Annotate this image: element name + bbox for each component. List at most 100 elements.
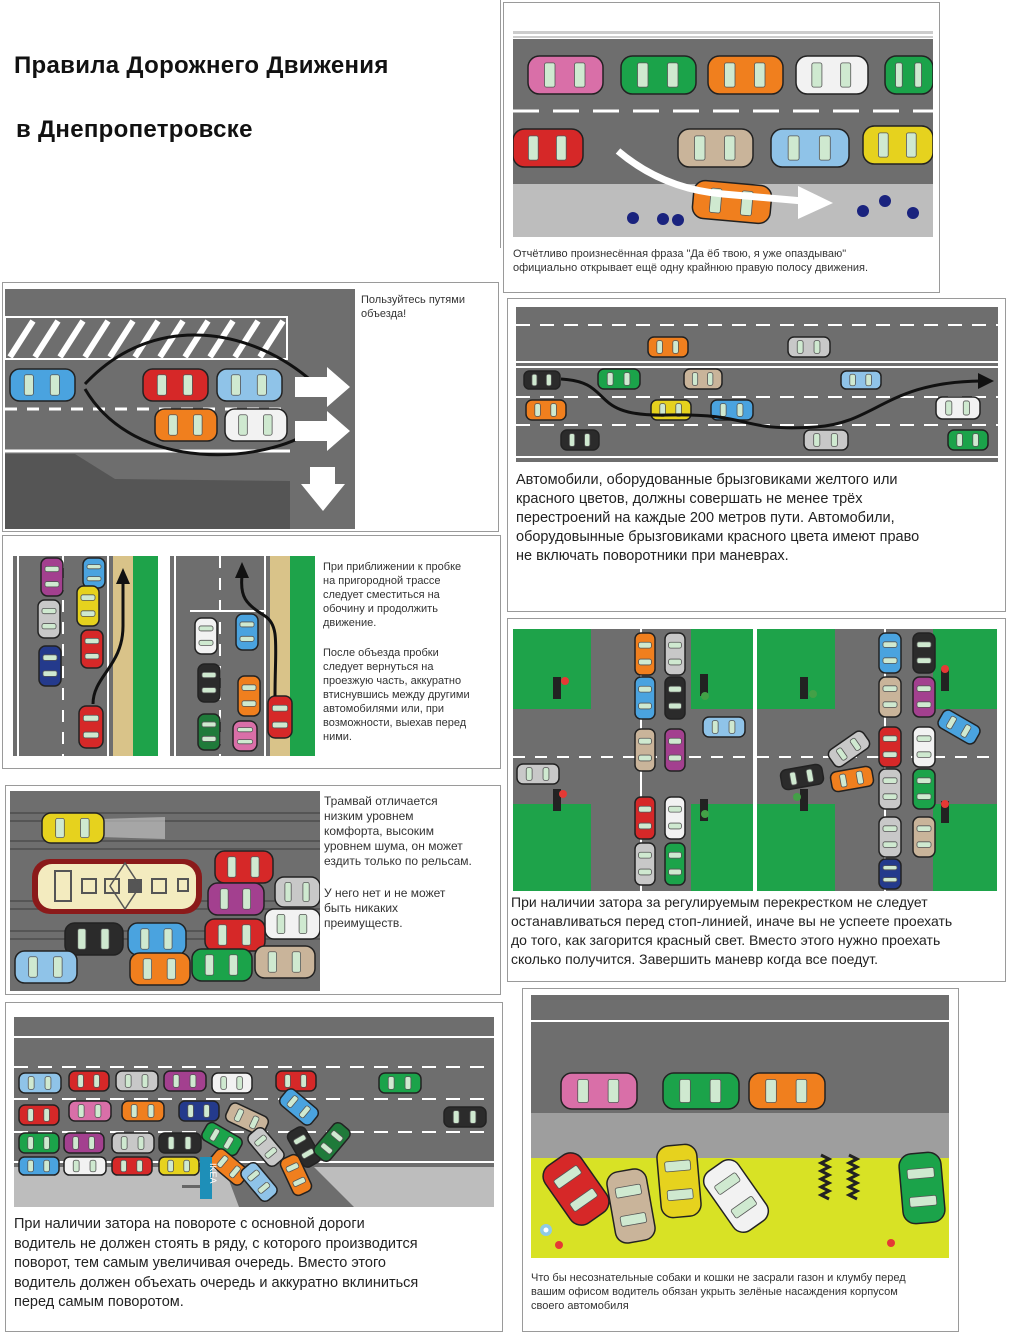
car-icon (664, 632, 686, 676)
turn-queue-illustration: IKEA (14, 1017, 494, 1207)
car-icon (232, 720, 258, 752)
shoulder-caption-2: После объезда пробки следует вернуться н… (323, 647, 470, 743)
car-icon (647, 336, 689, 358)
car-icon (38, 645, 62, 687)
car-icon (878, 632, 902, 674)
car-icon (912, 676, 936, 718)
car-icon (237, 675, 261, 717)
car-icon (68, 1100, 112, 1122)
car-icon (634, 632, 656, 676)
car-icon (191, 948, 253, 982)
car-icon (935, 396, 981, 420)
car-icon (912, 726, 936, 768)
tram-icon (32, 859, 202, 914)
turn-queue-caption: При наличии затора на повороте с основно… (14, 1216, 419, 1310)
car-icon (247, 1126, 285, 1168)
car-icon (224, 408, 288, 442)
car-icon (163, 1070, 207, 1092)
car-icon (937, 709, 981, 745)
panel-detour: Пользуйтесь путями объезда! (2, 282, 499, 532)
car-icon (878, 726, 902, 768)
car-icon (878, 816, 902, 858)
lawn-illustration (531, 995, 949, 1260)
lane-change-illustration (516, 307, 998, 462)
car-icon (862, 125, 933, 165)
car-icon (947, 429, 989, 451)
car-icon (878, 858, 902, 890)
car-icon (691, 179, 773, 225)
car-icon (158, 1156, 200, 1176)
car-icon (829, 765, 875, 793)
car-icon (560, 429, 600, 451)
car-icon (80, 629, 104, 669)
car-icon (41, 812, 105, 844)
car-icon (634, 842, 656, 886)
car-icon (240, 1161, 278, 1203)
car-icon (523, 370, 561, 390)
car-icon (787, 336, 831, 358)
car-icon (254, 945, 316, 979)
ikea-sign-icon (200, 1157, 212, 1199)
panel-lane-change: Автомобили, оборудованные брызговиками ж… (507, 298, 1006, 612)
detour-caption: Пользуйтесь путями объезда! (361, 294, 465, 320)
car-icon (779, 763, 825, 791)
car-icon (770, 128, 850, 168)
car-icon (127, 922, 187, 956)
car-icon (677, 128, 754, 168)
car-icon (702, 1159, 770, 1233)
title-block: Правила Дорожнего Движения в Днепропетро… (0, 0, 501, 248)
car-icon (286, 1126, 322, 1168)
car-icon (702, 716, 746, 738)
car-icon (9, 368, 76, 402)
car-icon (878, 768, 902, 810)
car-icon (40, 557, 64, 597)
car-icon (912, 768, 936, 810)
car-icon (884, 55, 933, 95)
car-icon (664, 676, 686, 720)
panel-intersection: При наличии затора за регулируемым перек… (507, 618, 1006, 982)
car-icon (18, 1156, 60, 1176)
car-icon (898, 1151, 946, 1225)
car-icon (443, 1106, 487, 1128)
car-icon (129, 952, 191, 986)
car-icon (64, 922, 124, 956)
panel-extra-lane: Отчётливо произнесённая фраза "Да ёб тво… (503, 2, 940, 293)
car-icon (878, 676, 902, 718)
car-icon (121, 1100, 165, 1122)
car-icon (634, 796, 656, 840)
car-icon (560, 1072, 638, 1110)
car-icon (18, 1072, 62, 1094)
page-title: Правила Дорожнего Движения (14, 52, 389, 79)
flower-icon (540, 1224, 895, 1249)
car-icon (912, 632, 936, 674)
traffic-light-icon (553, 665, 949, 823)
car-icon (211, 1072, 253, 1094)
car-icon (142, 368, 209, 402)
car-icon (683, 368, 723, 390)
car-icon (840, 370, 882, 390)
car-icon (78, 705, 104, 749)
car-icon (542, 1152, 610, 1226)
car-icon (275, 1070, 317, 1092)
car-icon (516, 763, 560, 785)
lawn-caption: Что бы несознательные собаки и кошки не … (531, 1272, 906, 1312)
tram-caption-1: Трамвай отличается низким уровнем комфор… (324, 794, 472, 868)
car-icon (37, 599, 61, 639)
car-icon (201, 1121, 243, 1157)
car-icon (827, 730, 871, 768)
car-icon (14, 950, 78, 984)
car-icon (279, 1153, 313, 1197)
car-icon (912, 816, 936, 858)
intersection-caption: При наличии затора за регулируемым перек… (511, 894, 953, 967)
car-icon (620, 55, 697, 95)
tram-caption-2: У него нет и не может быть никаких преим… (324, 886, 446, 930)
car-icon (664, 842, 686, 886)
car-icon (178, 1100, 220, 1122)
car-icon (606, 1168, 656, 1244)
shoulder-illustration-2 (170, 556, 315, 756)
panel-turn-queue: IKEA При наличии затора на повороте с ос… (5, 1002, 503, 1332)
panel-lawn: Что бы несознательные собаки и кошки не … (522, 988, 959, 1332)
car-icon (197, 663, 221, 703)
car-icon (313, 1121, 351, 1163)
car-icon (63, 1132, 105, 1154)
